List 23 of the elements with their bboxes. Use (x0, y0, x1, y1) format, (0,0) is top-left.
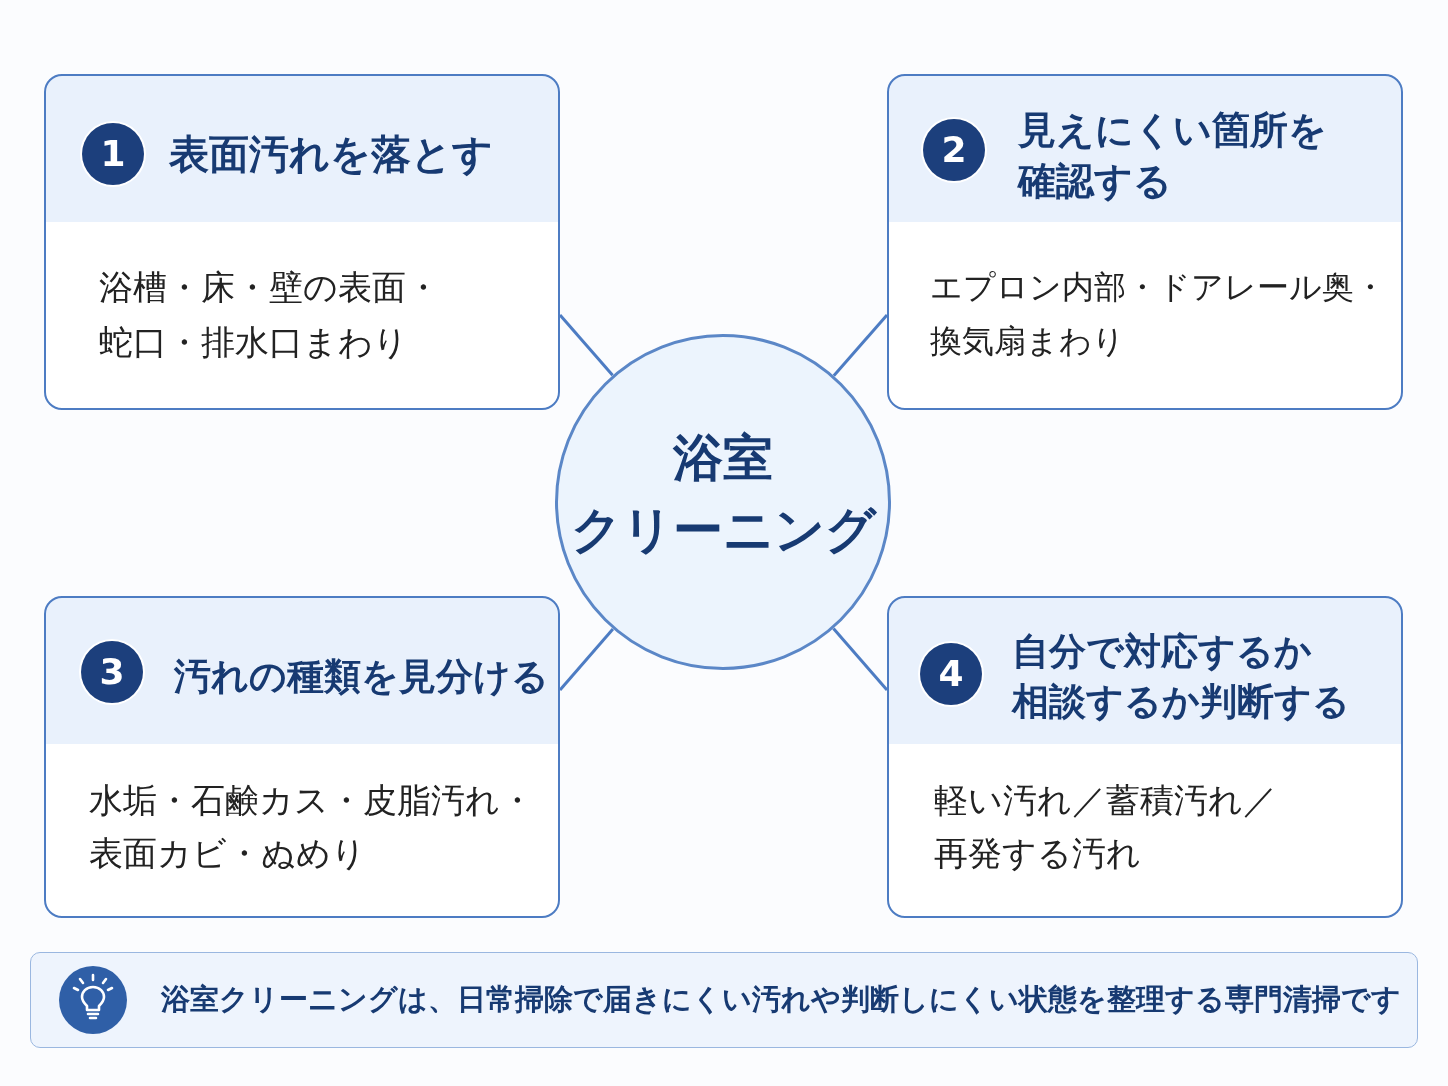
connector-line (832, 314, 889, 377)
card-text: 軽い汚れ／蓄積汚れ／再発する汚れ (934, 779, 1277, 875)
card-heading: 見えにくい箇所を確認する (1018, 106, 1327, 205)
connector-line (832, 627, 889, 691)
number-badge: 2 (923, 119, 985, 181)
step-card (44, 596, 560, 918)
number-badge: 1 (82, 123, 144, 185)
number-badge: 4 (920, 643, 982, 705)
step-card (887, 74, 1403, 410)
note-banner (30, 952, 1418, 1048)
card-heading: 汚れの種類を見分ける (174, 654, 549, 701)
number-badge: 3 (81, 641, 143, 703)
step-card (44, 74, 560, 410)
card-text: 水垢・石鹸カス・皮脂汚れ・表面カビ・ぬめり (89, 779, 534, 875)
step-card (887, 596, 1403, 918)
hub-title: 浴室クリーニング (570, 428, 876, 561)
card-heading: 表面汚れを落とす (169, 130, 493, 179)
card-text: エプロン内部・ドアレール奥・換気扇まわり (930, 267, 1386, 362)
card-heading: 自分で対応するか相談するか判断する (1012, 629, 1350, 725)
note-text: 浴室クリーニングは、日常掃除で届きにくい汚れや判断しにくい状態を整理する専門清掃です (161, 980, 1401, 1018)
connector-line (558, 627, 615, 691)
connector-line (558, 314, 614, 377)
card-text: 浴槽・床・壁の表面・蛇口・排水口まわり (99, 266, 440, 364)
